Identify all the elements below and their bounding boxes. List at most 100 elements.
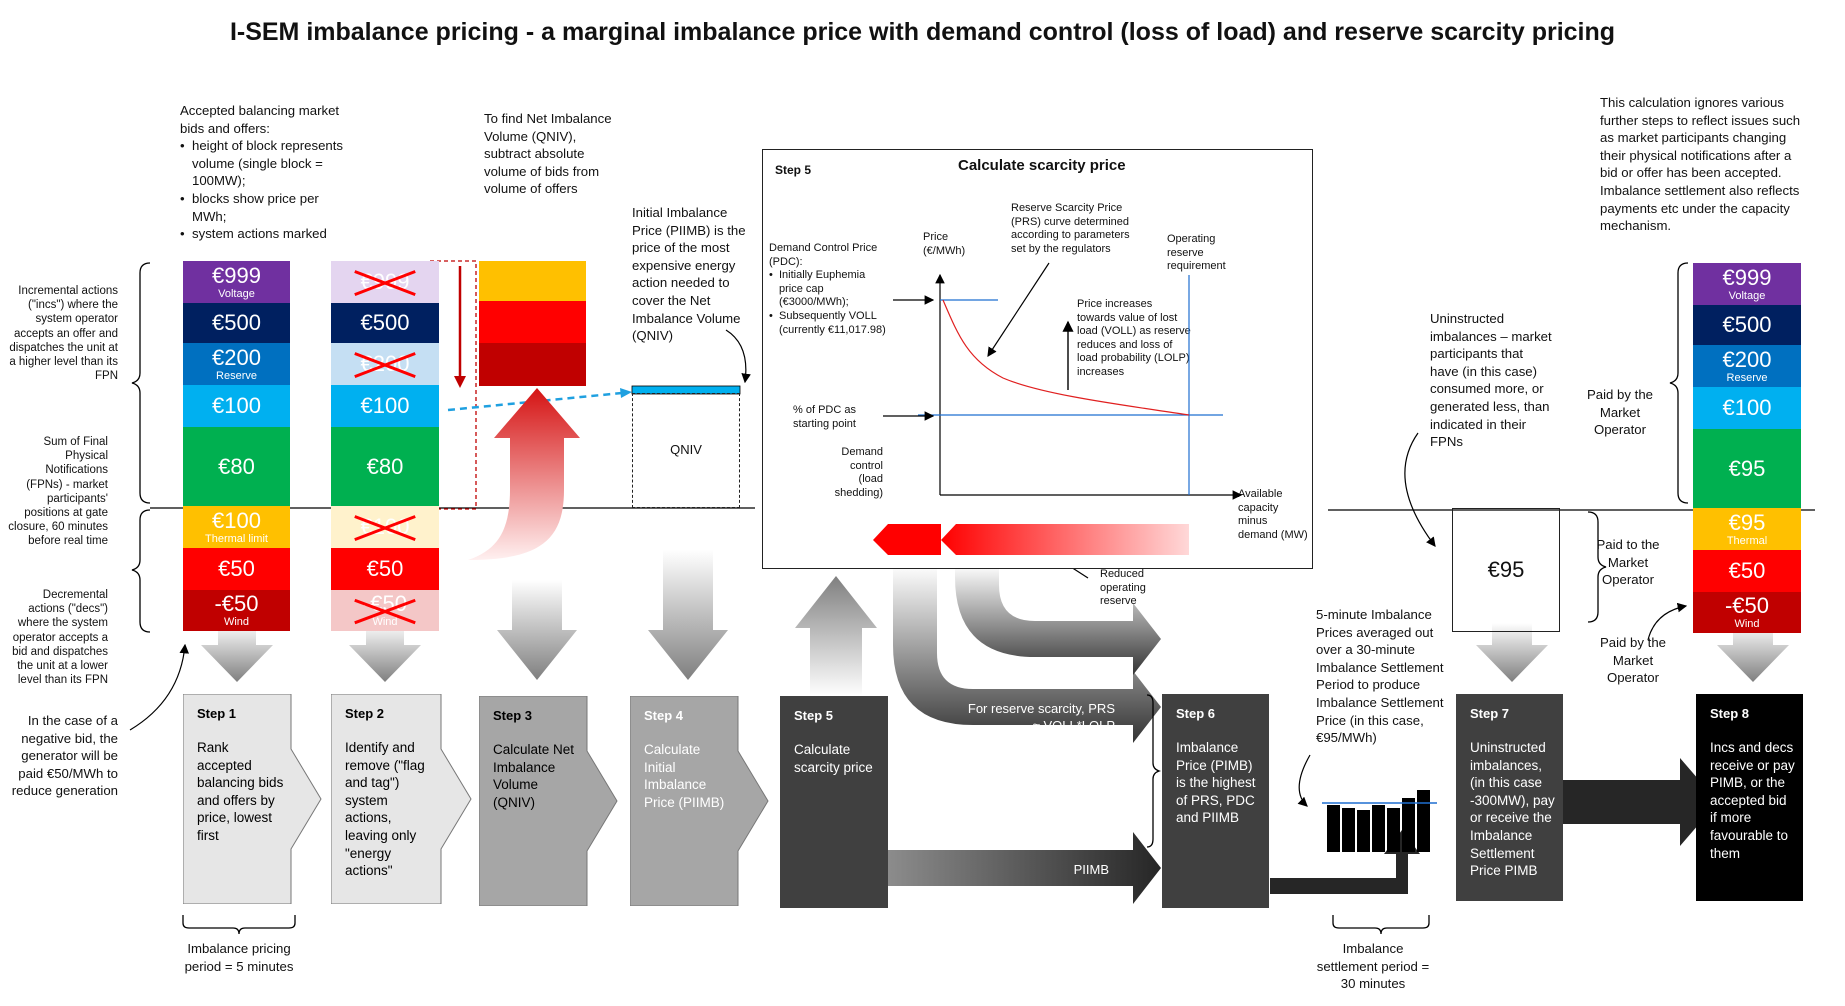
step-label: Step 2 xyxy=(345,706,385,721)
block-price: €100 xyxy=(212,507,261,533)
accepted-bullet: blocks show price per MWh; xyxy=(180,190,355,225)
page-title: I-SEM imbalance pricing - a marginal imb… xyxy=(229,18,1616,46)
step-shape xyxy=(1456,694,1563,901)
pdc-title: Demand Control Price (PDC): xyxy=(769,242,878,268)
step-text: Imbalance Price (PIMB) is the highest of… xyxy=(1176,740,1256,826)
step-text: Calculate Net Imbalance Volume (QNIV) xyxy=(493,742,575,810)
accepted-note-title: Accepted balancing market bids and offer… xyxy=(180,103,340,136)
block-price: €80 xyxy=(218,453,255,479)
price-block: €50 xyxy=(331,548,439,590)
block-price: €50 xyxy=(366,556,404,581)
averaged-note: 5-minute Imbalance Prices averaged out o… xyxy=(1316,607,1444,746)
scarcity-chart xyxy=(873,262,1243,555)
increase-note: Price increases towards value of lost lo… xyxy=(1077,298,1191,378)
demand-control-note: Demand control (load shedding) xyxy=(834,446,883,499)
step-shape xyxy=(1162,694,1269,908)
block-price: €100 xyxy=(360,393,410,418)
price-block: €500 xyxy=(331,303,439,343)
pdc-bullet: Initially Euphemia price cap (€3000/MWh)… xyxy=(779,269,866,309)
x-axis-label: Available capacity minus demand (MW) xyxy=(1238,488,1308,541)
strike-cross-icon xyxy=(354,270,416,297)
block-price: €500 xyxy=(212,310,261,335)
piimb-note: Initial Imbalance Price (PIIMB) is the p… xyxy=(632,205,746,344)
qniv-label: QNIV xyxy=(670,442,702,457)
step-text: Rank accepted balancing bids and offers … xyxy=(197,740,284,843)
price-block: €50 xyxy=(183,548,290,590)
step-shape xyxy=(331,694,472,904)
flow-piimb-label: PIIMB xyxy=(1073,862,1109,877)
qniv-box: QNIV xyxy=(632,393,740,508)
strike-cross-icon xyxy=(354,352,416,379)
price-block: €100 xyxy=(331,385,439,427)
block-sub: Reserve xyxy=(216,369,257,382)
period-5-brace xyxy=(182,915,296,935)
price-block: €100 xyxy=(183,385,290,427)
block-sub: Reserve xyxy=(1726,371,1768,384)
price-block: €95 xyxy=(1693,429,1801,508)
price-block: €100 xyxy=(1693,387,1801,429)
price-block: €500 xyxy=(183,303,290,343)
step-shape xyxy=(780,696,888,908)
price-block: €100 xyxy=(331,506,439,548)
block-price: €50 xyxy=(218,556,255,581)
paid-by-mo-note: Paid by the Market Operator xyxy=(1587,387,1653,438)
block-price: €500 xyxy=(360,310,410,335)
pdc-bullet: Subsequently VOLL (currently €11,017.98) xyxy=(779,309,886,336)
period-30-note: Imbalance settlement period = 30 minutes xyxy=(1316,941,1430,992)
block-price: €200 xyxy=(1722,346,1772,372)
price-block: €500 xyxy=(1693,305,1801,345)
accepted-bullet: height of block represents volume (singl… xyxy=(180,137,355,190)
uninstructed-note: Uninstructed imbalances – market partici… xyxy=(1430,311,1552,450)
price-block: €200 xyxy=(331,343,439,385)
step-text: Calculate scarcity price xyxy=(794,742,873,775)
block-sub: Wind xyxy=(1734,618,1760,630)
strike-cross-icon xyxy=(354,598,416,625)
panel-step: Step 5 xyxy=(775,163,812,177)
block-price: -€50 xyxy=(1724,593,1770,618)
block-sub: Voltage xyxy=(218,287,255,300)
block-sub: Thermal xyxy=(1726,534,1768,547)
flow-reserve-label: For reserve scarcity, PRS ≈ VOLL*LOLP xyxy=(967,701,1115,733)
step-shape xyxy=(479,696,618,906)
block-price: €95 xyxy=(1728,455,1766,481)
accepted-note: Accepted balancing market bids and offer… xyxy=(180,102,355,243)
uninstructed-price-box: €95 xyxy=(1452,508,1560,632)
price-block: €999 xyxy=(331,261,439,303)
strike-cross-icon xyxy=(354,515,416,542)
block-price: €999 xyxy=(212,262,261,288)
scarcity-panel: Step 5 Calculate scarcity price Demand C… xyxy=(762,149,1313,569)
price-block: €80 xyxy=(331,427,439,506)
block-price: €100 xyxy=(1722,395,1772,420)
step-text: Incs and decs receive or pay PIMB, or th… xyxy=(1710,740,1795,861)
paid-to-brace xyxy=(1587,511,1607,623)
block-price: €999 xyxy=(1722,264,1772,290)
panel-title: Calculate scarcity price xyxy=(958,157,1126,174)
price-block: €50 xyxy=(1693,550,1801,592)
negative-bid-note: In the case of a negative bid, the gener… xyxy=(11,713,118,799)
period-5-note: Imbalance pricing period = 5 minutes xyxy=(184,941,294,974)
step-text: Calculate Initial Imbalance Price (PIIMB… xyxy=(644,742,725,810)
step-shape xyxy=(630,696,769,906)
block-price: €100 xyxy=(212,393,261,418)
qniv-find-note: To find Net Imbalance Volume (QNIV), sub… xyxy=(484,111,612,197)
pct-pdc-note: % of PDC as starting point xyxy=(793,404,856,430)
paid-by-brace xyxy=(1669,262,1689,504)
block-price: €80 xyxy=(366,453,404,479)
block-price: €200 xyxy=(212,344,261,370)
block-sub: Wind xyxy=(223,616,250,628)
block-price: €95 xyxy=(1728,509,1766,535)
